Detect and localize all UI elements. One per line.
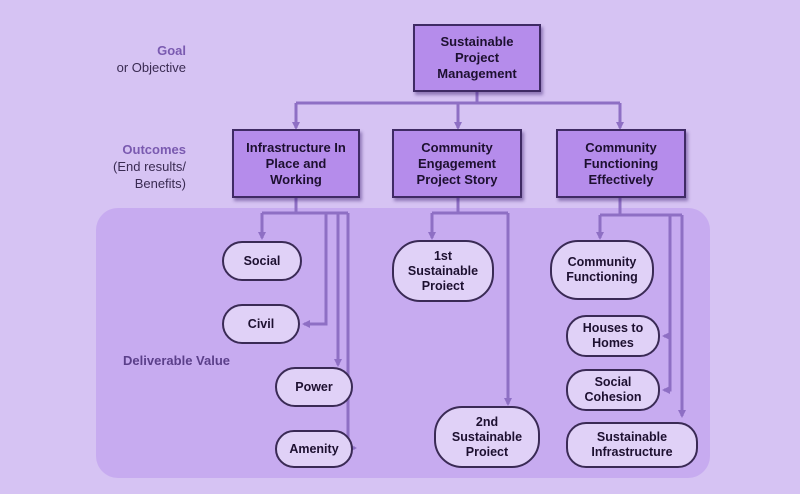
link-to-civil xyxy=(302,213,328,328)
link-to-houses-to-homes xyxy=(662,215,672,340)
link-infra-trunk xyxy=(262,198,348,215)
link-engagement-trunk xyxy=(432,198,508,215)
goal-label-subtitle: or Objective xyxy=(116,60,186,75)
link-to-social-cohesion xyxy=(662,336,672,394)
deliverable-sustainable-infrastructure: Sustainable Infrastructure xyxy=(566,422,698,468)
link-functioning-trunk xyxy=(600,198,682,217)
deliverable-social: Social xyxy=(222,241,302,281)
deliverable-power: Power xyxy=(275,367,353,407)
goal-box: Sustainable Project Management xyxy=(413,24,541,92)
outcome-infrastructure: Infrastructure In Place and Working xyxy=(232,129,360,198)
link-to-amenity xyxy=(346,213,357,452)
deliverable-first-project: 1st Sustainable Proiect xyxy=(392,240,494,302)
deliverable-houses-to-homes: Houses to Homes xyxy=(566,315,660,357)
link-goal-to-outcomes xyxy=(296,92,620,105)
deliverable-community-functioning: Community Functioning xyxy=(550,240,654,300)
deliverable-civil: Civil xyxy=(222,304,300,344)
outcomes-label-subtitle: (End results/ Benefits) xyxy=(113,159,186,191)
deliverable-second-project: 2nd Sustainable Proiect xyxy=(434,406,540,468)
deliverable-social-cohesion: Social Cohesion xyxy=(566,369,660,411)
goal-label: Goal or Objective xyxy=(40,42,186,76)
outcomes-label-title: Outcomes xyxy=(122,142,186,157)
outcomes-label: Outcomes (End results/ Benefits) xyxy=(40,141,186,192)
outcome-community-engagement: Community Engagement Project Story xyxy=(392,129,522,198)
goal-label-title: Goal xyxy=(157,43,186,58)
deliverable-amenity: Amenity xyxy=(275,430,353,468)
deliverable-value-label: Deliverable Value xyxy=(123,353,230,368)
outcome-community-functioning: Community Functioning Effectively xyxy=(556,129,686,198)
